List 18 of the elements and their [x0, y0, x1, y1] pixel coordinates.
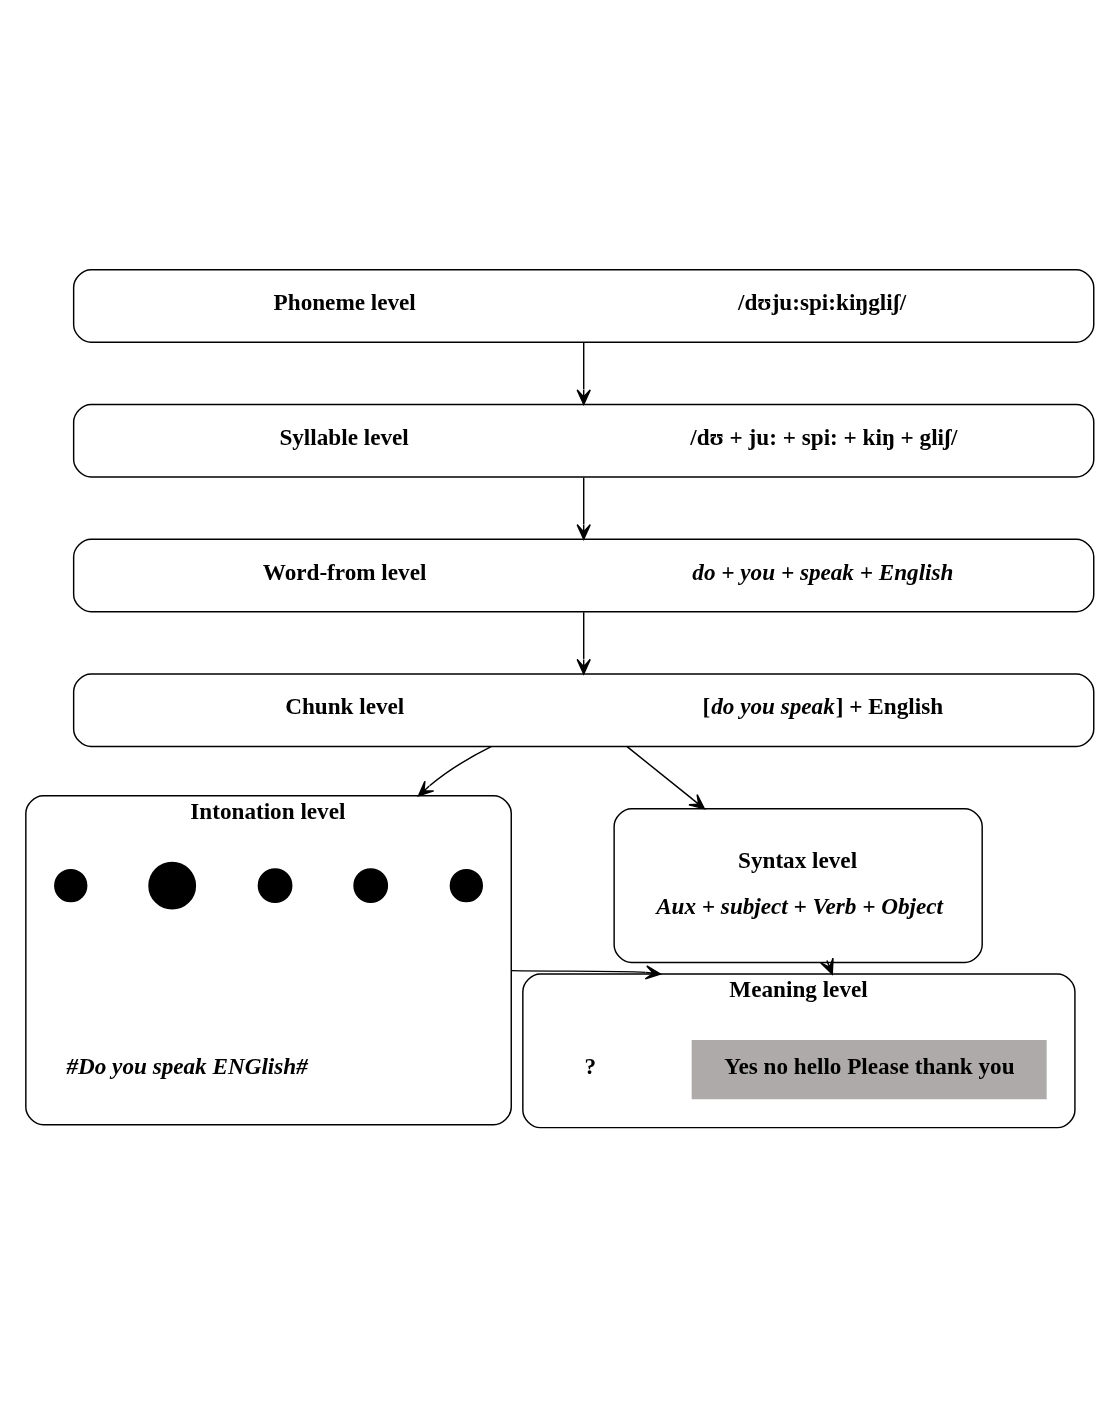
node-circle — [353, 868, 389, 903]
node-box: Word-from level do + you + speak + English — [72, 538, 1095, 613]
node-box: Phoneme level /dʊju:spi:kiŋgliʃ/ — [72, 269, 1095, 343]
arrow — [576, 476, 591, 540]
arrow — [626, 745, 706, 810]
node-circle — [54, 868, 88, 903]
arrow — [820, 957, 834, 975]
arrow — [576, 342, 591, 406]
node-box: Yes no hello Please thank you — [691, 1039, 1047, 1100]
node-circle — [449, 868, 483, 903]
arrow — [576, 611, 591, 675]
arrow — [417, 745, 492, 797]
node-circle — [257, 868, 293, 903]
node-circle — [148, 861, 197, 910]
arrow — [510, 965, 662, 980]
node-box: Chunk level [do you speak] + English — [72, 673, 1095, 748]
node-box: Syllable level /dʊ + ju: + spi: + kiŋ + gliʃ/ — [72, 403, 1095, 478]
cluster: Intonation level #Do you speak ENGlish# — [25, 795, 512, 1126]
